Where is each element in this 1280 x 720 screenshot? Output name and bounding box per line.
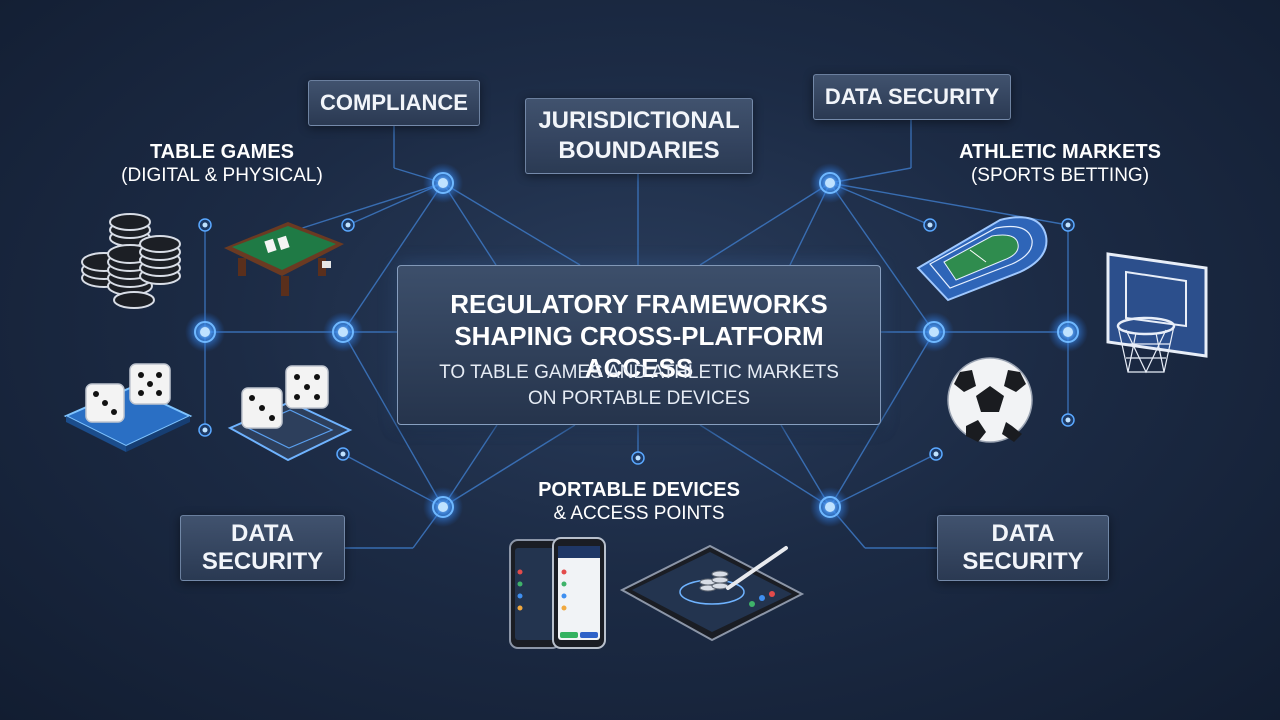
- table-games-label: TABLE GAMES (DIGITAL & PHYSICAL): [92, 140, 352, 188]
- node-hub: [438, 502, 448, 512]
- portable-devices-subtitle: & ACCESS POINTS: [553, 503, 725, 524]
- central-subtitle: TO TABLE GAMES AND ATHLETIC MARKETS ON P…: [398, 360, 880, 412]
- compliance-label: COMPLIANCE: [320, 90, 468, 115]
- node-hub: [438, 178, 448, 188]
- data-security-box-top: DATA SECURITY: [813, 74, 1011, 120]
- central-title-line2: SHAPING CROSS-PLATFORM ACCESS: [454, 321, 824, 383]
- data-security-right-line1: DATA: [991, 520, 1055, 547]
- central-title-line1: REGULATORY FRAMEWORKS: [450, 289, 828, 319]
- athletic-markets-label: ATHLETIC MARKETS (SPORTS BETTING): [930, 140, 1190, 188]
- central-title: REGULATORY FRAMEWORKS SHAPING CROSS-PLAT…: [398, 288, 880, 384]
- central-topic-box: REGULATORY FRAMEWORKS SHAPING CROSS-PLAT…: [397, 265, 881, 425]
- node-ring: [432, 496, 454, 518]
- portable-devices-label: PORTABLE DEVICES & ACCESS POINTS: [510, 478, 768, 526]
- node-hub: [1063, 327, 1073, 337]
- dice-board-icon: [227, 365, 353, 462]
- soccer-ball-icon: [947, 357, 1033, 443]
- node-ring: [1057, 321, 1079, 343]
- connection-lines: [204, 120, 1069, 549]
- smartphones-icon: [509, 537, 606, 649]
- jurisdictional-boundaries-box: JURISDICTIONAL BOUNDARIES: [525, 98, 753, 174]
- node-hub: [338, 327, 348, 337]
- data-security-right-line2: SECURITY: [962, 548, 1084, 575]
- node-hub: [825, 178, 835, 188]
- jurisdictional-label-line2: BOUNDARIES: [558, 137, 720, 164]
- central-subtitle-line1: TO TABLE GAMES AND ATHLETIC MARKETS: [439, 362, 839, 383]
- data-security-left-line1: DATA: [230, 520, 295, 547]
- network-nodes: [185, 163, 1088, 527]
- athletic-markets-subtitle: (SPORTS BETTING): [970, 165, 1150, 186]
- node-small-dot: [1065, 222, 1071, 228]
- node-small-dot: [202, 427, 208, 433]
- central-subtitle-line2: ON PORTABLE DEVICES: [527, 388, 751, 409]
- node-hub: [825, 502, 835, 512]
- data-security-box-left: DATA SECURITY: [180, 515, 345, 581]
- node-ring: [432, 172, 454, 194]
- compliance-box: COMPLIANCE: [308, 80, 480, 126]
- data-security-left-line2: SECURITY: [201, 548, 324, 575]
- table-games-title: TABLE GAMES: [149, 141, 295, 163]
- node-ring: [819, 496, 841, 518]
- dice-icon: [63, 363, 193, 452]
- node-ring: [923, 321, 945, 343]
- table-games-subtitle: (DIGITAL & PHYSICAL): [121, 165, 323, 186]
- node-ring: [819, 172, 841, 194]
- node-small-dot: [340, 451, 346, 457]
- node-hub: [929, 327, 939, 337]
- poker-chips-icon: [81, 213, 181, 309]
- node-hub: [200, 327, 210, 337]
- jurisdictional-label-line1: JURISDICTIONAL: [538, 107, 740, 134]
- node-small-dot: [933, 451, 939, 457]
- node-small-dot: [202, 222, 208, 228]
- data-security-top-label: DATA SECURITY: [824, 84, 1000, 109]
- node-small-dot: [345, 222, 351, 228]
- node-small-dot: [927, 222, 933, 228]
- node-small-dot: [635, 455, 641, 461]
- basketball-hoop-icon: [1106, 252, 1208, 374]
- portable-devices-title: PORTABLE DEVICES: [538, 479, 740, 501]
- node-ring: [194, 321, 216, 343]
- running-track-icon: [916, 216, 1048, 302]
- node-ring: [332, 321, 354, 343]
- tablet-icon: [619, 544, 805, 642]
- athletic-markets-title: ATHLETIC MARKETS: [959, 141, 1161, 163]
- node-small-dot: [1065, 417, 1071, 423]
- data-security-box-right: DATA SECURITY: [937, 515, 1109, 581]
- card-table-icon: [224, 222, 344, 296]
